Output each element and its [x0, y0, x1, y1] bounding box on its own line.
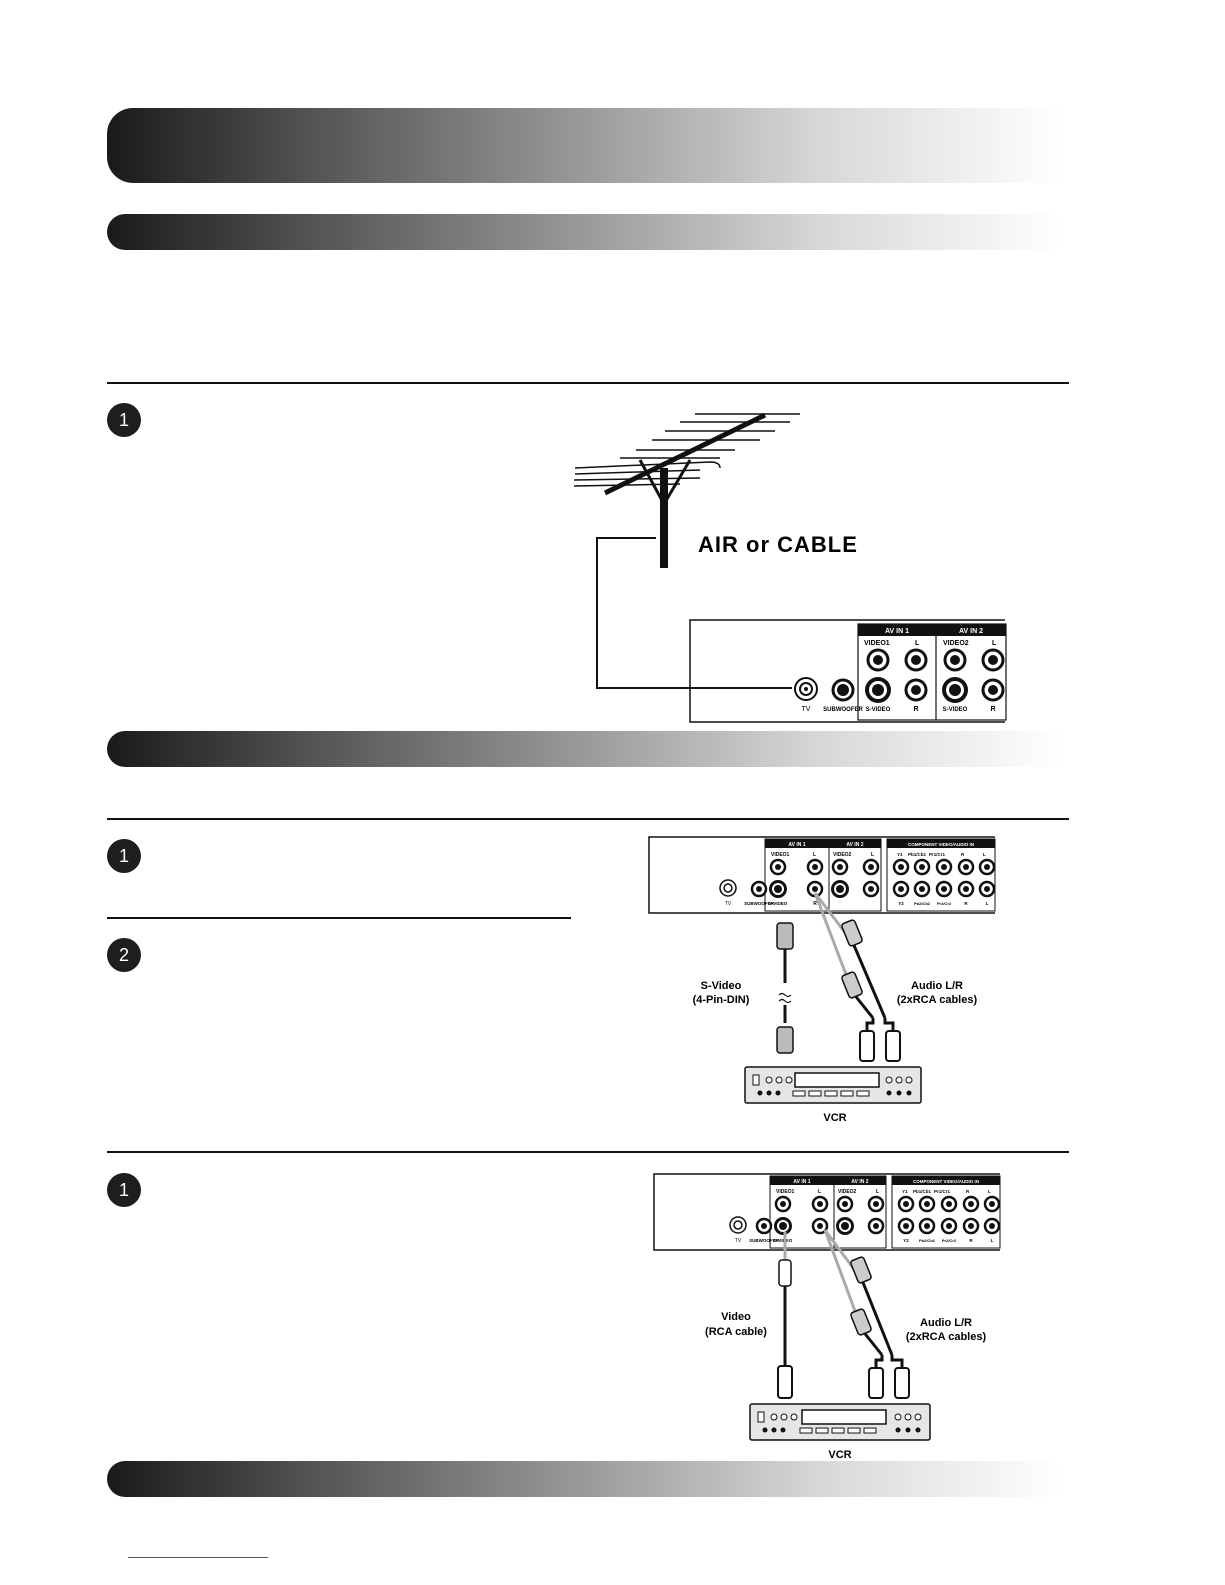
audio-cable: [813, 892, 901, 1062]
vcr-label: VCR: [823, 1112, 846, 1124]
tv-jack-label: TV: [725, 901, 732, 907]
tv-rear-panel: AV IN 1 AV IN 2 COMPONENT VIDEO/AUDIO IN…: [653, 1173, 1001, 1251]
antenna-connection-diagram: AIR or CABLE AV IN 1 AV IN 2 VIDEO1 L VI…: [573, 412, 1007, 723]
pr2-label: Pr2/Cr2: [942, 1238, 957, 1243]
audio-cable-label: Audio L/R: [920, 1317, 972, 1329]
video-rca-cable: [777, 1232, 793, 1399]
left-audio-label: L: [992, 640, 997, 647]
step-badge-1: 1: [107, 403, 141, 437]
right-audio-label: R: [961, 852, 965, 857]
pr2-label: Pr2/Cr2: [937, 901, 952, 906]
right-audio-label: R: [964, 901, 968, 906]
video1-label: VIDEO1: [771, 852, 790, 858]
left-audio-label: L: [871, 852, 874, 858]
tv-jack-label: TV: [802, 706, 811, 713]
tv-rear-panel: AV IN 1 AV IN 2 VIDEO1 L VIDEO2 L: [689, 619, 1007, 723]
audio-cable: [823, 1229, 910, 1399]
video2-label: VIDEO2: [833, 852, 852, 858]
tv-rear-panel: AV IN 1 AV IN 2 COMPONENT VIDEO/AUDIO IN…: [648, 836, 996, 914]
right-audio-label: R: [969, 1238, 973, 1243]
av-in-1-label: AV IN 1: [793, 1179, 810, 1185]
av-in-2-label: AV IN 2: [846, 842, 863, 848]
y2-label: Y2: [903, 1238, 909, 1243]
right-audio-label: R: [913, 706, 918, 713]
left-audio-label: L: [818, 1189, 821, 1195]
component-label: COMPONENT VIDEO/AUDIO IN: [913, 1179, 979, 1184]
antenna-icon: [573, 412, 800, 689]
left-audio-label: L: [983, 852, 986, 857]
divider-rule-3: [107, 917, 571, 919]
y1-label: Y1: [902, 1189, 908, 1194]
y1-label: Y1: [897, 852, 903, 857]
svideo-label: S-VIDEO: [774, 1238, 793, 1243]
svideo-cable-label: S-Video: [701, 980, 742, 992]
pb1-label: Pb1/Cb1: [913, 1189, 932, 1194]
av-in-2-label: AV IN 2: [851, 1179, 868, 1185]
vcr-device-icon: [744, 1066, 922, 1104]
left-audio-label: L: [876, 1189, 879, 1195]
divider-rule-2: [107, 818, 1069, 820]
pr1-label: Pr1/Cr1: [929, 852, 946, 857]
vcr-device-icon: [749, 1403, 931, 1441]
divider-rule-4: [107, 1151, 1069, 1153]
component-label: COMPONENT VIDEO/AUDIO IN: [908, 842, 974, 847]
svideo-label: S-VIDEO: [943, 707, 968, 713]
svideo-cable-sublabel: (4-Pin-DIN): [693, 994, 750, 1006]
av-in-2-label: AV IN 2: [959, 628, 983, 635]
svideo-vcr-connection-diagram: AV IN 1 AV IN 2 COMPONENT VIDEO/AUDIO IN…: [648, 836, 996, 1124]
left-audio-label: L: [988, 1189, 991, 1194]
video1-label: VIDEO1: [776, 1189, 795, 1195]
right-audio-label: R: [966, 1189, 970, 1194]
right-audio-label: R: [813, 901, 817, 907]
page-header-band: [107, 108, 1062, 183]
pr1-label: Pr1/Cr1: [934, 1189, 951, 1194]
y2-label: Y2: [898, 901, 904, 906]
video2-label: VIDEO2: [943, 640, 969, 647]
section-band-antenna: [107, 214, 1062, 250]
section-band-bottom: [107, 1461, 1062, 1497]
tv-jack-label: TV: [735, 1238, 742, 1244]
left-audio-label: L: [813, 852, 816, 858]
left-audio-label: L: [986, 901, 989, 906]
svideo-cable: [776, 922, 794, 1054]
svideo-label: S-VIDEO: [769, 901, 788, 906]
left-audio-label: L: [915, 640, 920, 647]
right-audio-label: R: [990, 706, 995, 713]
av-in-1-label: AV IN 1: [788, 842, 805, 848]
air-or-cable-label: AIR or CABLE: [698, 532, 858, 557]
left-audio-label: L: [991, 1238, 994, 1243]
video-vcr-connection-diagram: AV IN 1 AV IN 2 COMPONENT VIDEO/AUDIO IN…: [653, 1173, 1001, 1461]
audio-cable-sublabel: (2xRCA cables): [897, 994, 978, 1006]
pb2-label: Pb2/Cb2: [919, 1238, 936, 1243]
step-badge-1: 1: [107, 1173, 141, 1207]
footer-link-underline: [128, 1557, 268, 1558]
svideo-label: S-VIDEO: [866, 707, 891, 713]
pb2-label: Pb2/Cb2: [914, 901, 931, 906]
divider-rule-1: [107, 382, 1069, 384]
subwoofer-label: SUBWOOFER: [749, 1238, 779, 1243]
step-badge-1: 1: [107, 839, 141, 873]
audio-cable-sublabel: (2xRCA cables): [906, 1331, 987, 1343]
video2-label: VIDEO2: [838, 1189, 857, 1195]
subwoofer-label: SUBWOOFER: [823, 707, 863, 713]
video-cable-label: Video: [721, 1311, 751, 1323]
vcr-label: VCR: [828, 1449, 851, 1461]
av-in-1-label: AV IN 1: [885, 628, 909, 635]
section-band-vcr: [107, 731, 1062, 767]
audio-cable-label: Audio L/R: [911, 980, 963, 992]
subwoofer-label: SUBWOOFER: [744, 901, 774, 906]
pb1-label: Pb1/Cb1: [908, 852, 927, 857]
video1-label: VIDEO1: [864, 640, 890, 647]
step-badge-2: 2: [107, 938, 141, 972]
video-cable-sublabel: (RCA cable): [705, 1326, 767, 1338]
